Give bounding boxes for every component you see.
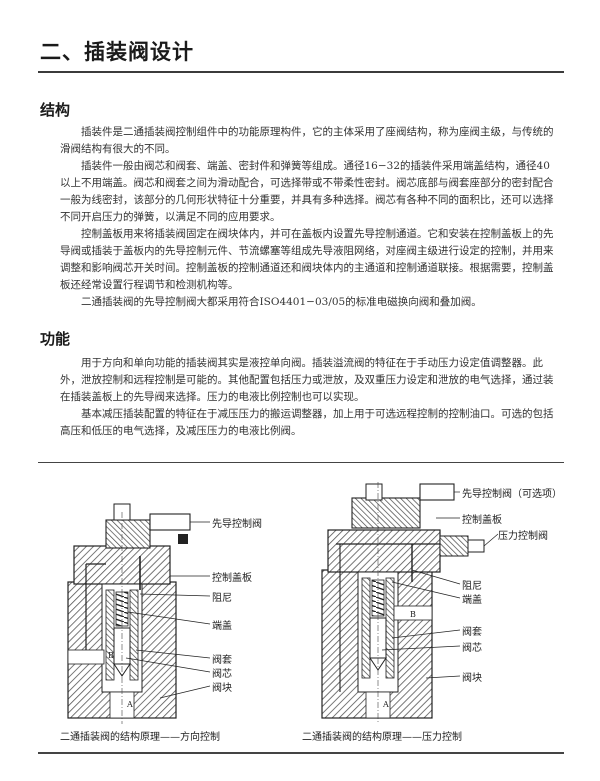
left-callout-end-cap: 端盖 [212, 621, 232, 632]
left-callout-orifice: 阻尼 [212, 593, 232, 604]
structure-paragraph: 插装件是二通插装阀控制组件中的功能原理构件，它的主体采用了座阀结构，称为座阀主级… [60, 126, 554, 155]
right-callout-pilot-valve-optional: 先导控制阀（可选项） [462, 489, 562, 500]
right-callout-pressure-control-valve: 压力控制阀 [498, 531, 548, 542]
page-title: 二、插装阀设计 [40, 40, 194, 64]
structure-paragraph: 控制盖板用来将插装阀固定在阀块体内，并可在盖板内设置先导控制通道。它和安装在控制… [60, 228, 554, 291]
right-figure-caption: 二通插装阀的结构原理——压力控制 [302, 732, 462, 743]
function-paragraph: 用于方向和单向功能的插装阀其实是液控单向阀。插装溢流阀的特征在于手动压力设定值调… [60, 357, 554, 403]
function-paragraph: 基本减压插装配置的特征在于减压压力的搬运调整器，加上用于可选远程控制的控制油口。… [60, 408, 554, 437]
figure-bottom-divider [38, 752, 564, 754]
right-callout-valve-block: 阀块 [462, 673, 482, 684]
left-callout-valve-block: 阀块 [212, 683, 232, 694]
structure-paragraph: 插装件一般由阀芯和阀套、端盖、密封件和弹簧等组成。通径16−32的插装件采用端盖… [60, 160, 554, 223]
left-callout-control-cover: 控制盖板 [212, 573, 252, 584]
section-heading-structure: 结构 [40, 101, 71, 119]
cartridge-valve-figure: B A 先导控制阀 控制盖板 阻尼 端盖 阀套 阀芯 阀块 B A 先导控制阀（… [40, 472, 562, 748]
right-callout-control-cover: 控制盖板 [462, 515, 502, 526]
function-body: 用于方向和单向功能的插装阀其实是液控单向阀。插装溢流阀的特征在于手动压力设定值调… [60, 355, 560, 440]
left-port-a-label: A [127, 700, 133, 709]
right-port-b-label: B [410, 610, 416, 619]
right-callout-poppet: 阀芯 [462, 643, 482, 654]
cartridge-valve-diagrams [67, 482, 499, 724]
right-port-a-label: A [383, 700, 389, 709]
right-callout-orifice: 阻尼 [462, 581, 482, 592]
figure-top-divider [38, 462, 564, 463]
right-diagram [321, 482, 499, 724]
section-heading-function: 功能 [40, 330, 71, 348]
left-diagram [67, 503, 211, 724]
right-callout-end-cap: 端盖 [462, 595, 482, 606]
title-divider [38, 71, 564, 73]
left-port-b-label: B [108, 651, 114, 660]
structure-paragraph: 二通插装阀的先导控制阀大都采用符合ISO4401−03/05的标准电磁换向阀和叠… [81, 296, 482, 308]
structure-body: 插装件是二通插装阀控制组件中的功能原理构件，它的主体采用了座阀结构，称为座阀主级… [60, 124, 560, 311]
left-callout-pilot-valve: 先导控制阀 [212, 519, 262, 530]
left-callout-sleeve: 阀套 [212, 655, 232, 666]
left-callout-poppet: 阀芯 [212, 669, 232, 680]
left-figure-caption: 二通插装阀的结构原理——方向控制 [60, 732, 220, 743]
right-callout-sleeve: 阀套 [462, 627, 482, 638]
